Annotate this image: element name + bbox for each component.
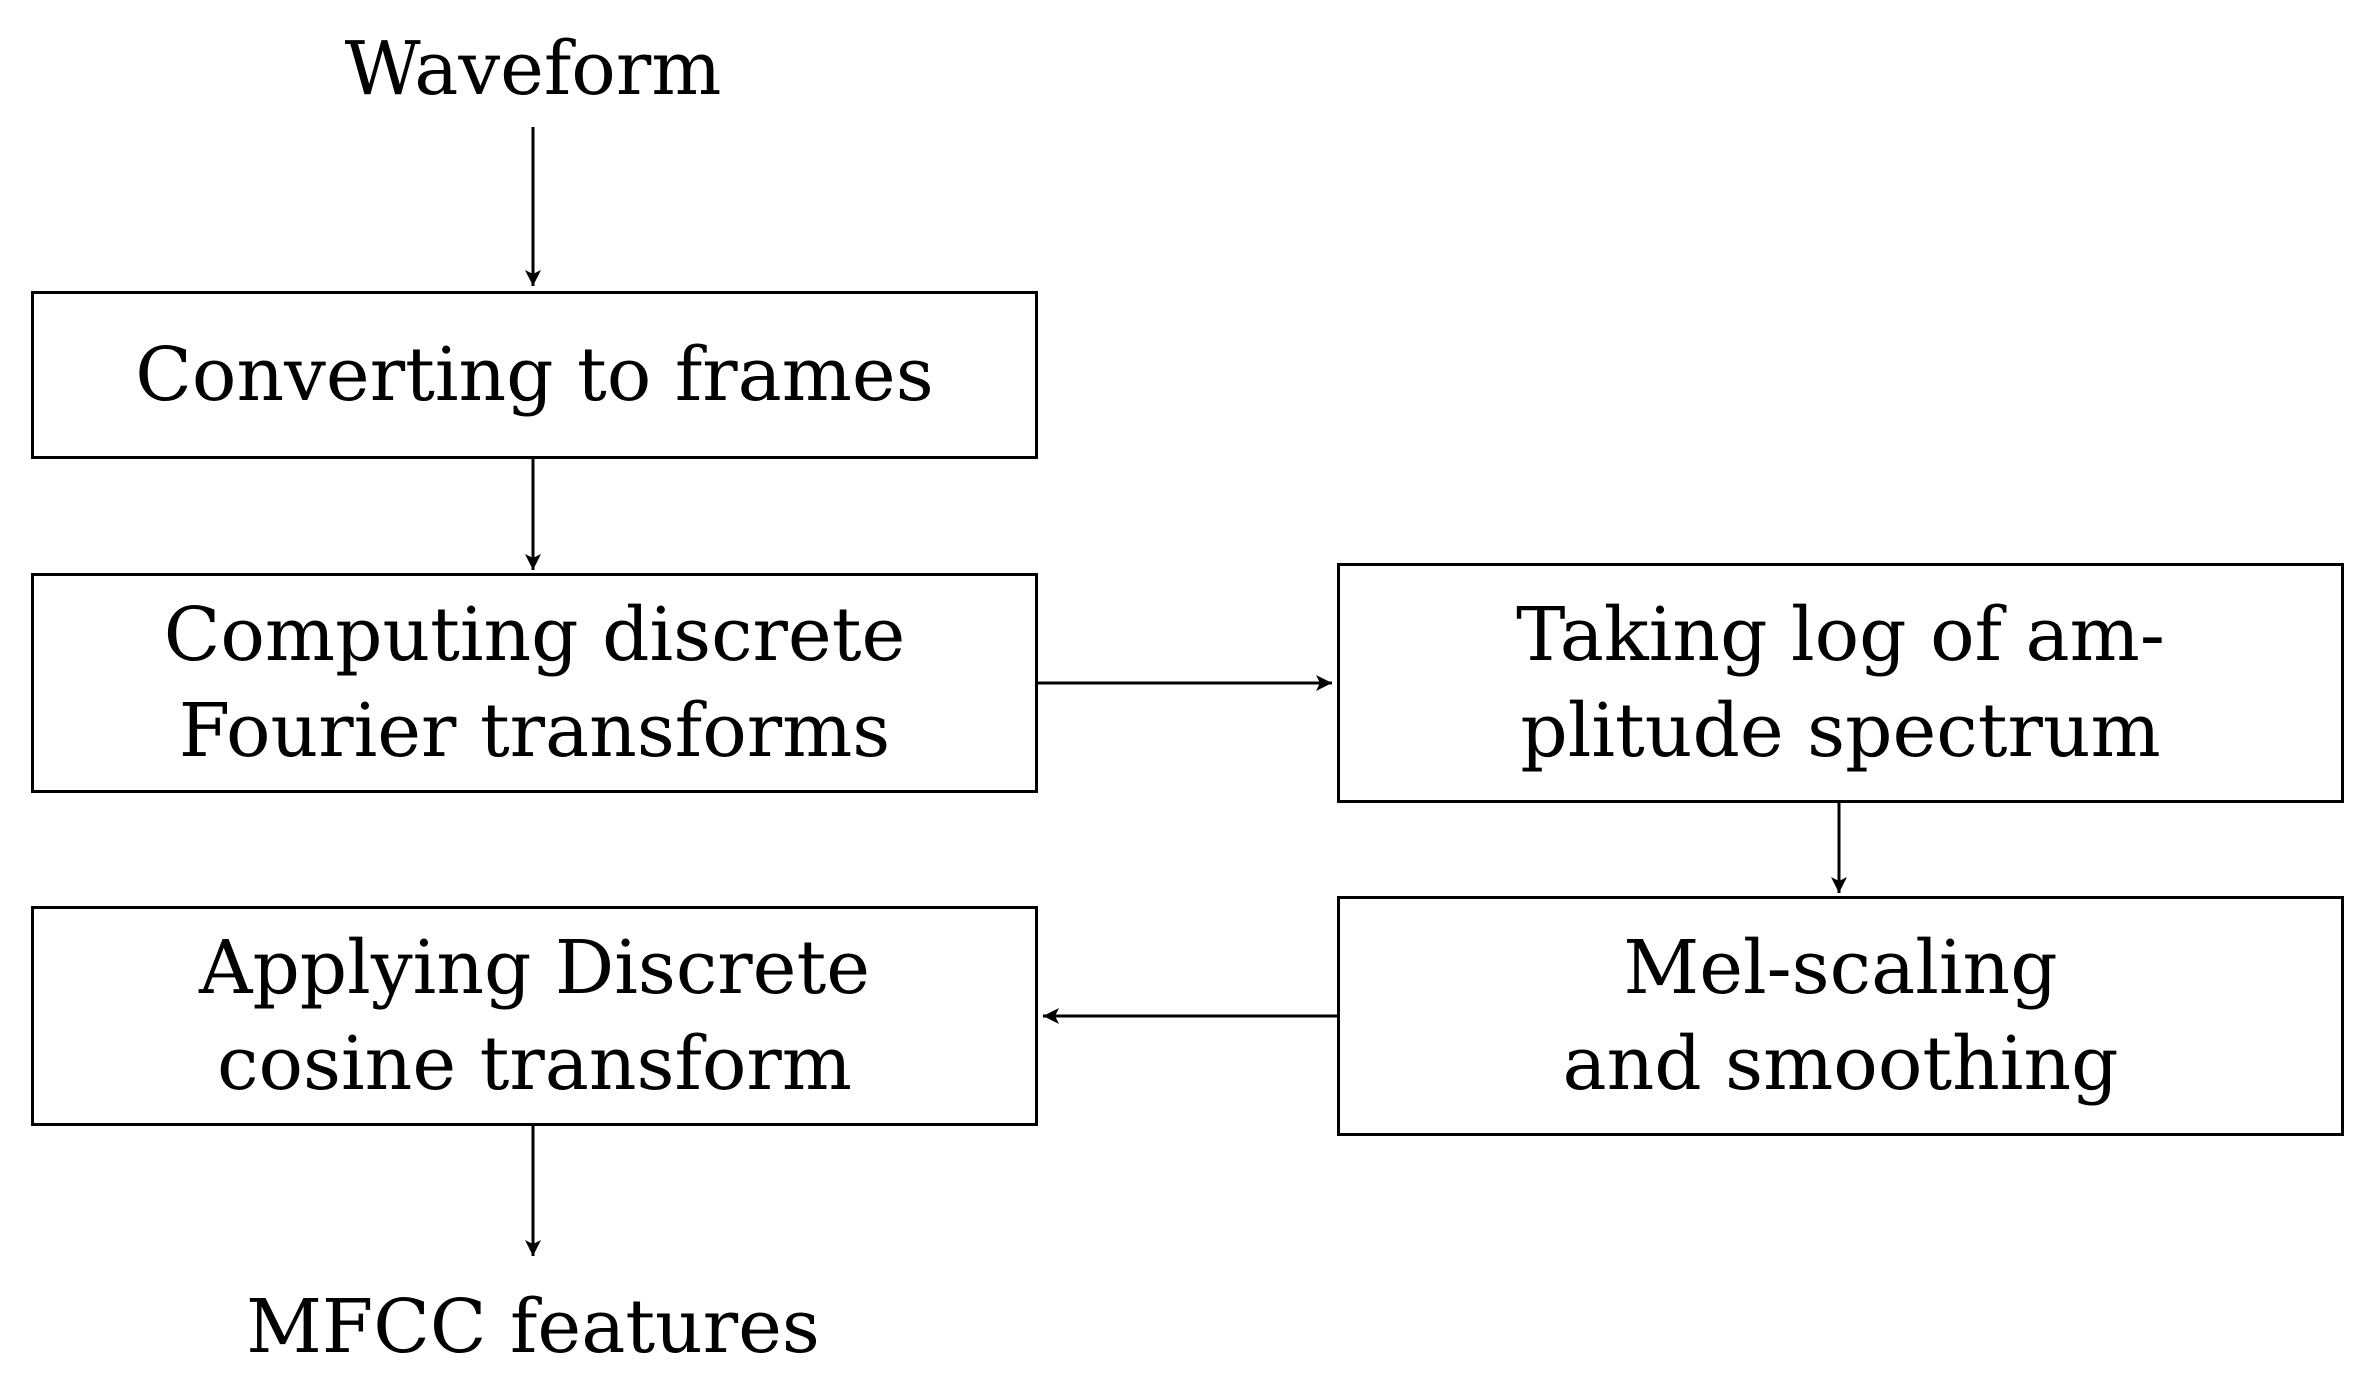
step-label-line: Applying Discrete <box>199 924 870 1011</box>
step-computing-dft: Computing discrete Fourier transforms <box>31 573 1038 793</box>
step-label-line: plitude spectrum <box>1520 688 2161 774</box>
step-mel-scaling: Mel-scaling and smoothing <box>1337 896 2344 1136</box>
step-label-line: cosine transform <box>217 1021 852 1107</box>
step-label-line: and smoothing <box>1562 1021 2119 1107</box>
step-applying-dct: Applying Discrete cosine transform <box>31 906 1038 1126</box>
step-label-line: Taking log of am- <box>1516 591 2165 678</box>
step-label-line: Converting to frames <box>135 331 934 418</box>
step-converting-to-frames: Converting to frames <box>31 291 1038 459</box>
step-taking-log: Taking log of am- plitude spectrum <box>1337 563 2344 803</box>
step-label-line: Computing discrete <box>163 591 906 678</box>
input-label-waveform: Waveform <box>344 26 722 112</box>
step-label-line: Fourier transforms <box>178 688 891 774</box>
step-label-line: Mel-scaling <box>1623 924 2058 1011</box>
output-label-mfcc: MFCC features <box>246 1284 820 1370</box>
